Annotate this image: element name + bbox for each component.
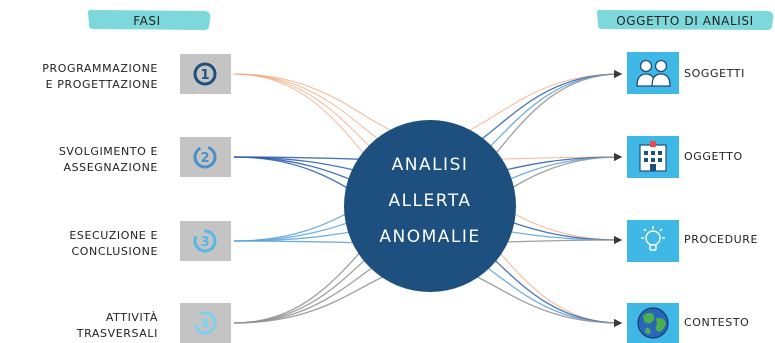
phase-3-icon-box [180,221,231,261]
phase-4-icon-box [180,303,231,343]
center-label-line-1: ANALISI [392,155,469,175]
object-item-contesto: CONTESTO [627,303,749,343]
phase-4-label-line-2: TRASVERSALI [76,327,158,340]
phase-3-label-line-1: ESECUZIONE E [69,229,158,242]
phase-3-label-line-2: CONCLUSIONE [71,245,158,258]
right-header-highlight [596,9,774,31]
lightbulb-idea-icon [641,226,665,251]
object-item-oggetto: OGGETTO [627,136,743,178]
phase-item-1: PROGRAMMAZIONE E PROGETTAZIONE 1 [42,54,231,94]
hospital-building-icon [639,141,667,172]
phase-4-label-line-1: ATTIVITÀ [106,311,158,324]
number-2-icon: 2 [193,145,217,169]
object-item-soggetti: SOGGETTI [627,52,745,94]
phase-item-4: ATTIVITÀ TRASVERSALI 4 [76,303,231,343]
object-label-soggetti: SOGGETTI [684,67,745,80]
center-circle [344,120,516,292]
number-4-icon: 4 [193,311,217,335]
phase-2-icon-box [180,137,231,177]
object-label-contesto: CONTESTO [684,316,749,329]
phase-1-label-line-1: PROGRAMMAZIONE [42,62,158,75]
object-item-procedure: PROCEDURE [627,220,758,262]
phase-3-number: 3 [200,235,209,250]
left-header-title: FASI [133,14,161,28]
phase-1-label-line-2: E PROGETTAZIONE [46,78,158,91]
right-header-title: OGGETTO DI ANALISI [616,14,754,28]
people-icon [636,59,671,87]
object-label-procedure: PROCEDURE [684,233,758,246]
phase-2-label-line-1: SVOLGIMENTO E [59,145,158,158]
phase-2-number: 2 [200,151,209,166]
phase-1-icon-box [180,54,231,94]
left-header-highlight [87,9,211,31]
center-label-line-2: ALLERTA [388,191,471,211]
object-label-oggetto: OGGETTO [684,150,743,163]
phase-4-number: 4 [200,317,209,332]
globe-icon [637,307,669,339]
phase-item-2: SVOLGIMENTO E ASSEGNAZIONE 2 [59,137,231,177]
phase-item-3: ESECUZIONE E CONCLUSIONE 3 [69,221,231,261]
phase-2-label-line-2: ASSEGNAZIONE [63,161,158,174]
number-1-icon: 1 [193,62,217,86]
soggetti-icon-box [627,52,679,94]
phase-1-number: 1 [200,68,209,83]
center-label-line-3: ANOMALIE [379,227,480,247]
number-3-icon: 3 [193,229,217,253]
